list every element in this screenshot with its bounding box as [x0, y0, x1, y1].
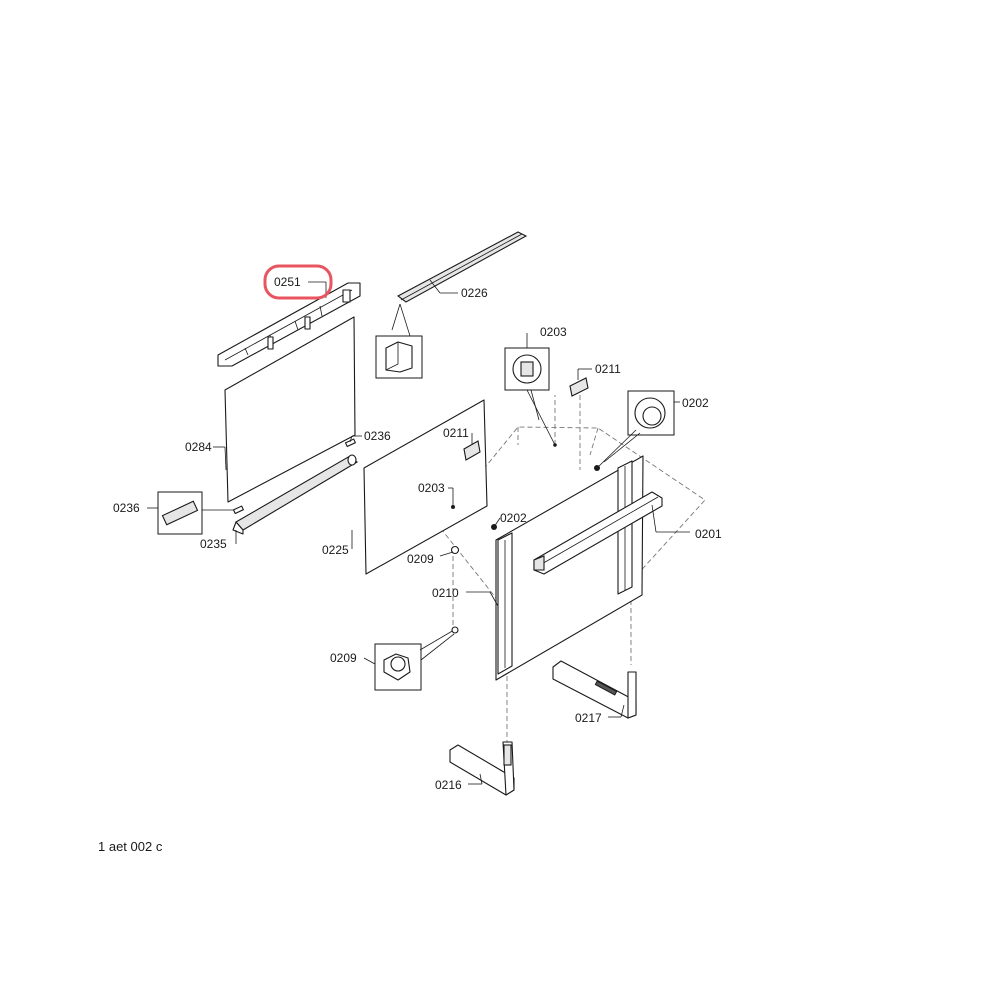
label-0236-left[interactable]: 0236 — [113, 501, 140, 515]
label-0284[interactable]: 0284 — [185, 440, 212, 454]
hinge-left[interactable] — [449, 741, 515, 796]
label-0236-right[interactable]: 0236 — [364, 429, 391, 443]
label-0203-top[interactable]: 0203 — [540, 325, 567, 339]
door-seal-strip[interactable] — [375, 231, 528, 379]
label-0209-low[interactable]: 0209 — [330, 651, 357, 665]
diagram-caption: 1 aet 002 c — [98, 839, 163, 854]
bottom-trim-bar[interactable] — [232, 454, 358, 535]
highlight-ring-0251 — [263, 264, 333, 300]
label-0226[interactable]: 0226 — [461, 286, 488, 300]
label-0235[interactable]: 0235 — [200, 537, 227, 551]
part-labels: 0251 0226 0203 0211 0202 0284 0236 0211 … — [113, 275, 722, 792]
label-0211-mid[interactable]: 0211 — [443, 426, 469, 440]
detail-box-0209[interactable] — [374, 626, 459, 691]
label-0201[interactable]: 0201 — [695, 527, 722, 541]
label-0251[interactable]: 0251 — [274, 275, 301, 289]
label-0202-top[interactable]: 0202 — [682, 396, 709, 410]
hinge-right[interactable] — [552, 660, 637, 719]
detail-box-0203[interactable] — [504, 347, 556, 446]
leader-lines — [147, 279, 690, 785]
label-0210[interactable]: 0210 — [432, 586, 459, 600]
outer-door-panel[interactable] — [491, 443, 644, 681]
small-pad-right[interactable] — [344, 438, 356, 448]
inner-glass-panel[interactable] — [224, 316, 356, 503]
label-0225[interactable]: 0225 — [322, 543, 349, 557]
clip-0211-top[interactable] — [569, 377, 589, 397]
label-0211-top[interactable]: 0211 — [595, 362, 621, 376]
label-0209-mid[interactable]: 0209 — [407, 552, 434, 566]
label-0202-mid[interactable]: 0202 — [500, 511, 527, 525]
top-trim-bar[interactable] — [217, 282, 361, 367]
label-0216[interactable]: 0216 — [435, 778, 462, 792]
small-pad-left[interactable] — [157, 491, 244, 535]
detail-box-0202[interactable] — [596, 390, 675, 469]
middle-glass-panel[interactable] — [363, 399, 488, 575]
label-0203-mid[interactable]: 0203 — [418, 481, 445, 495]
label-0217[interactable]: 0217 — [575, 711, 602, 725]
door-handle[interactable] — [533, 491, 663, 575]
